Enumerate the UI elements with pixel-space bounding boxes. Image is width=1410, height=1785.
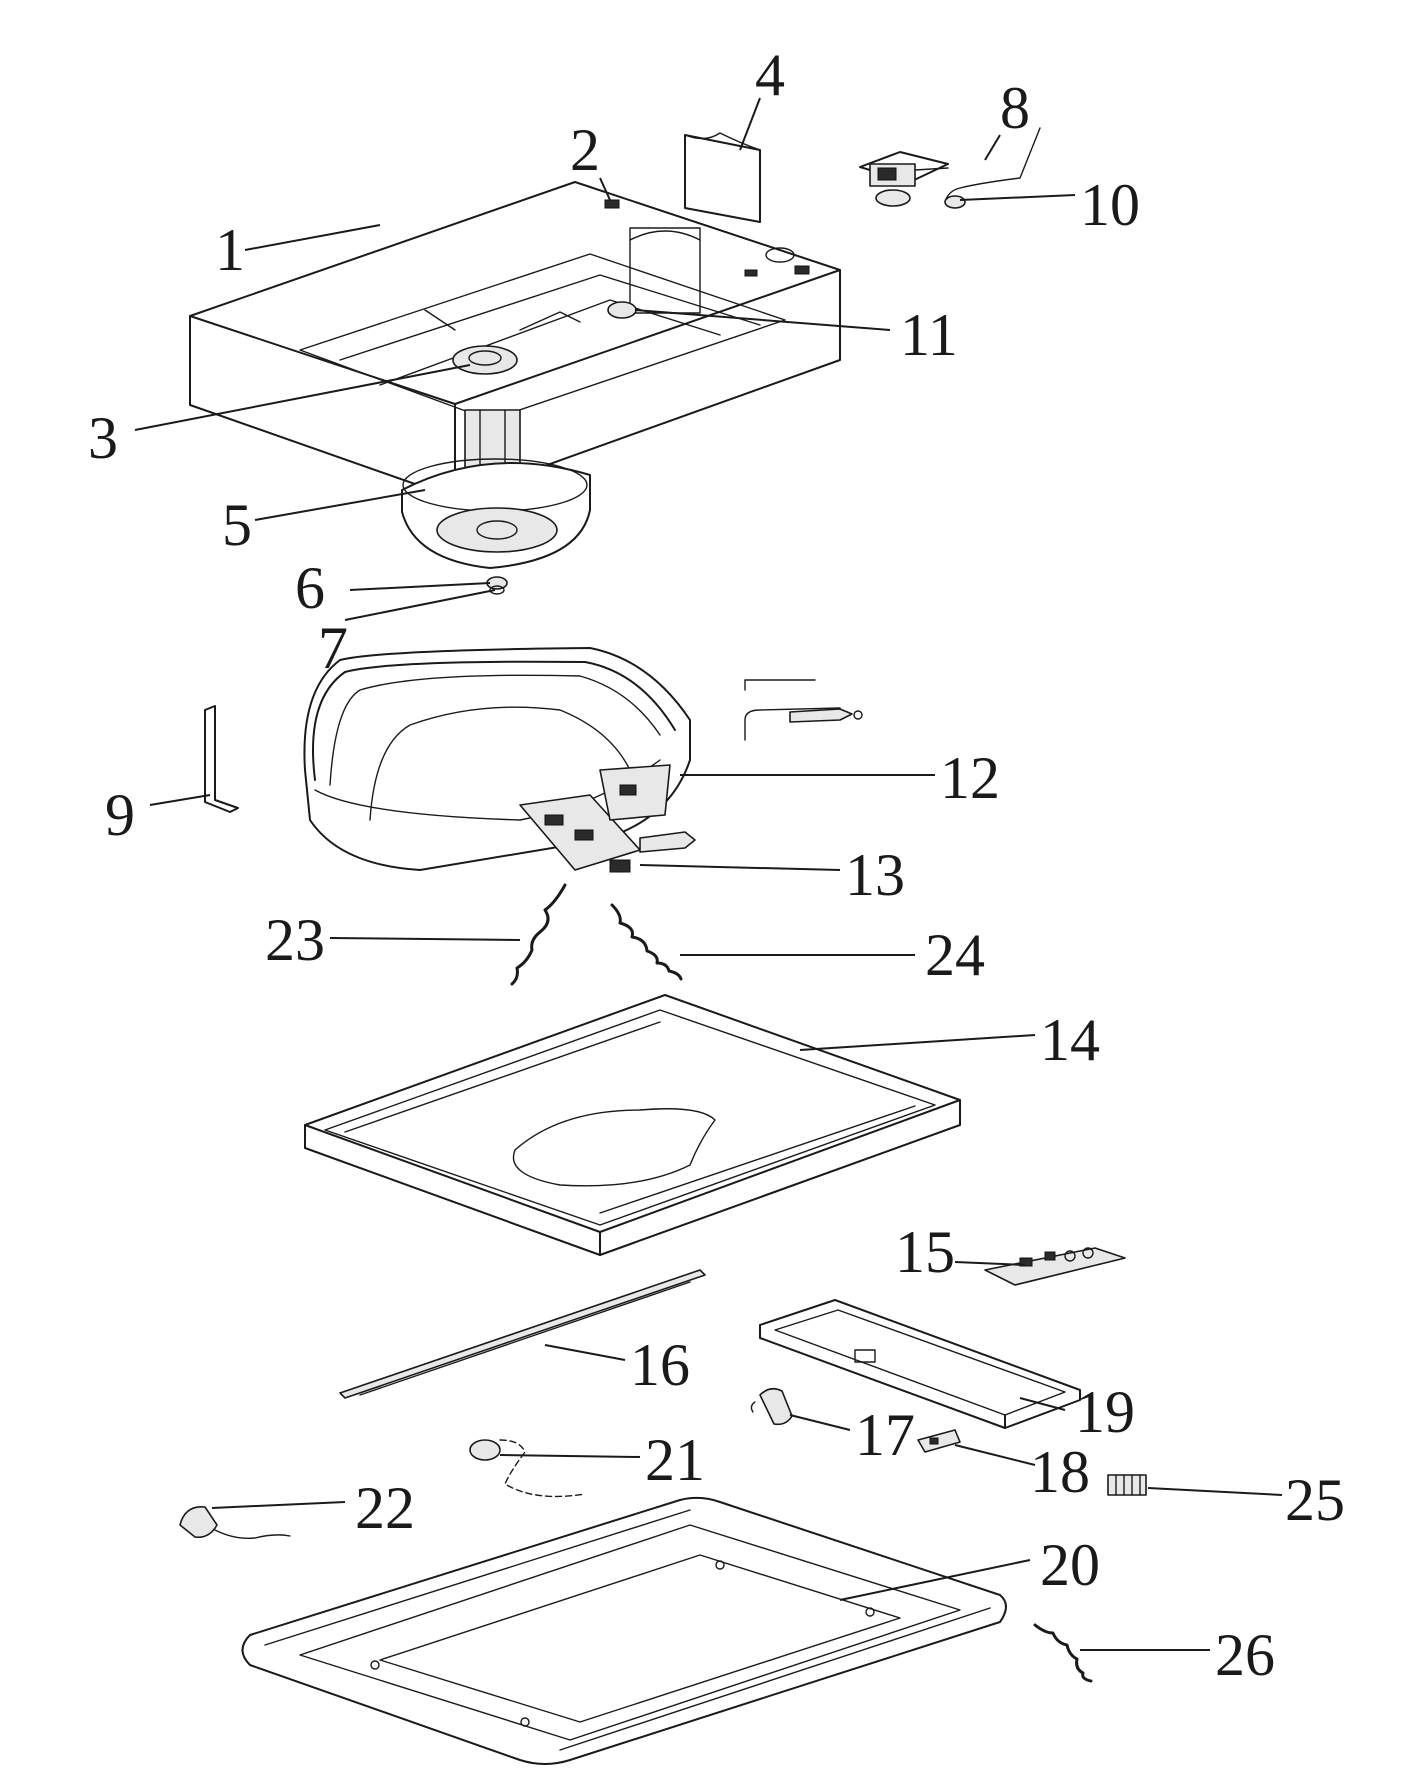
label-2: 2 [570, 117, 600, 183]
label-20: 20 [1040, 1532, 1100, 1598]
label-9: 9 [105, 782, 135, 848]
part-17-switch [750, 1387, 793, 1426]
part-12-probes [744, 679, 863, 741]
leader-lines [134, 97, 1283, 1651]
label-13: 13 [845, 842, 905, 908]
part-1-housing [189, 181, 841, 499]
label-17: 17 [855, 1402, 915, 1468]
label-21: 21 [645, 1427, 705, 1493]
label-24: 24 [925, 922, 985, 988]
part-12-tray [303, 647, 691, 871]
part-20-base-panel [241, 1496, 1007, 1765]
label-18: 18 [1030, 1439, 1090, 1505]
part-22-plug [179, 1506, 291, 1540]
label-12: 12 [940, 745, 1000, 811]
part-15-pcb [984, 1247, 1126, 1286]
part-8-box [859, 151, 949, 207]
label-14: 14 [1040, 1007, 1100, 1073]
label-7: 7 [318, 615, 348, 681]
label-25: 25 [1285, 1467, 1345, 1533]
part-21-sensor [469, 1439, 586, 1498]
part-4-plate [684, 132, 761, 223]
part-18-connector [917, 1429, 961, 1453]
part-19-tray-frame [759, 1299, 1081, 1429]
label-15: 15 [895, 1219, 955, 1285]
label-4: 4 [755, 42, 785, 108]
label-11: 11 [900, 302, 958, 368]
label-23: 23 [265, 907, 325, 973]
label-1: 1 [215, 217, 245, 283]
part-13-control-block [519, 764, 696, 873]
part-26-wire [1033, 1623, 1093, 1683]
label-16: 16 [630, 1332, 690, 1398]
part-14-cover-panel [304, 994, 961, 1256]
part-23-wire [510, 883, 567, 986]
part-24-wire [610, 903, 683, 981]
callout-labels: 1 2 3 4 5 6 7 8 9 10 11 12 13 23 24 14 1… [88, 42, 1345, 1688]
label-6: 6 [295, 555, 325, 621]
part-16-strip [339, 1269, 706, 1399]
label-5: 5 [222, 492, 252, 558]
label-22: 22 [355, 1475, 415, 1541]
part-9-bracket [204, 705, 239, 813]
label-19: 19 [1075, 1379, 1135, 1445]
part-25-terminal [1107, 1474, 1147, 1496]
part-5-fan-ring [401, 409, 591, 569]
label-26: 26 [1215, 1622, 1275, 1688]
label-10: 10 [1080, 172, 1140, 238]
label-8: 8 [1000, 75, 1030, 141]
label-3: 3 [88, 405, 118, 471]
